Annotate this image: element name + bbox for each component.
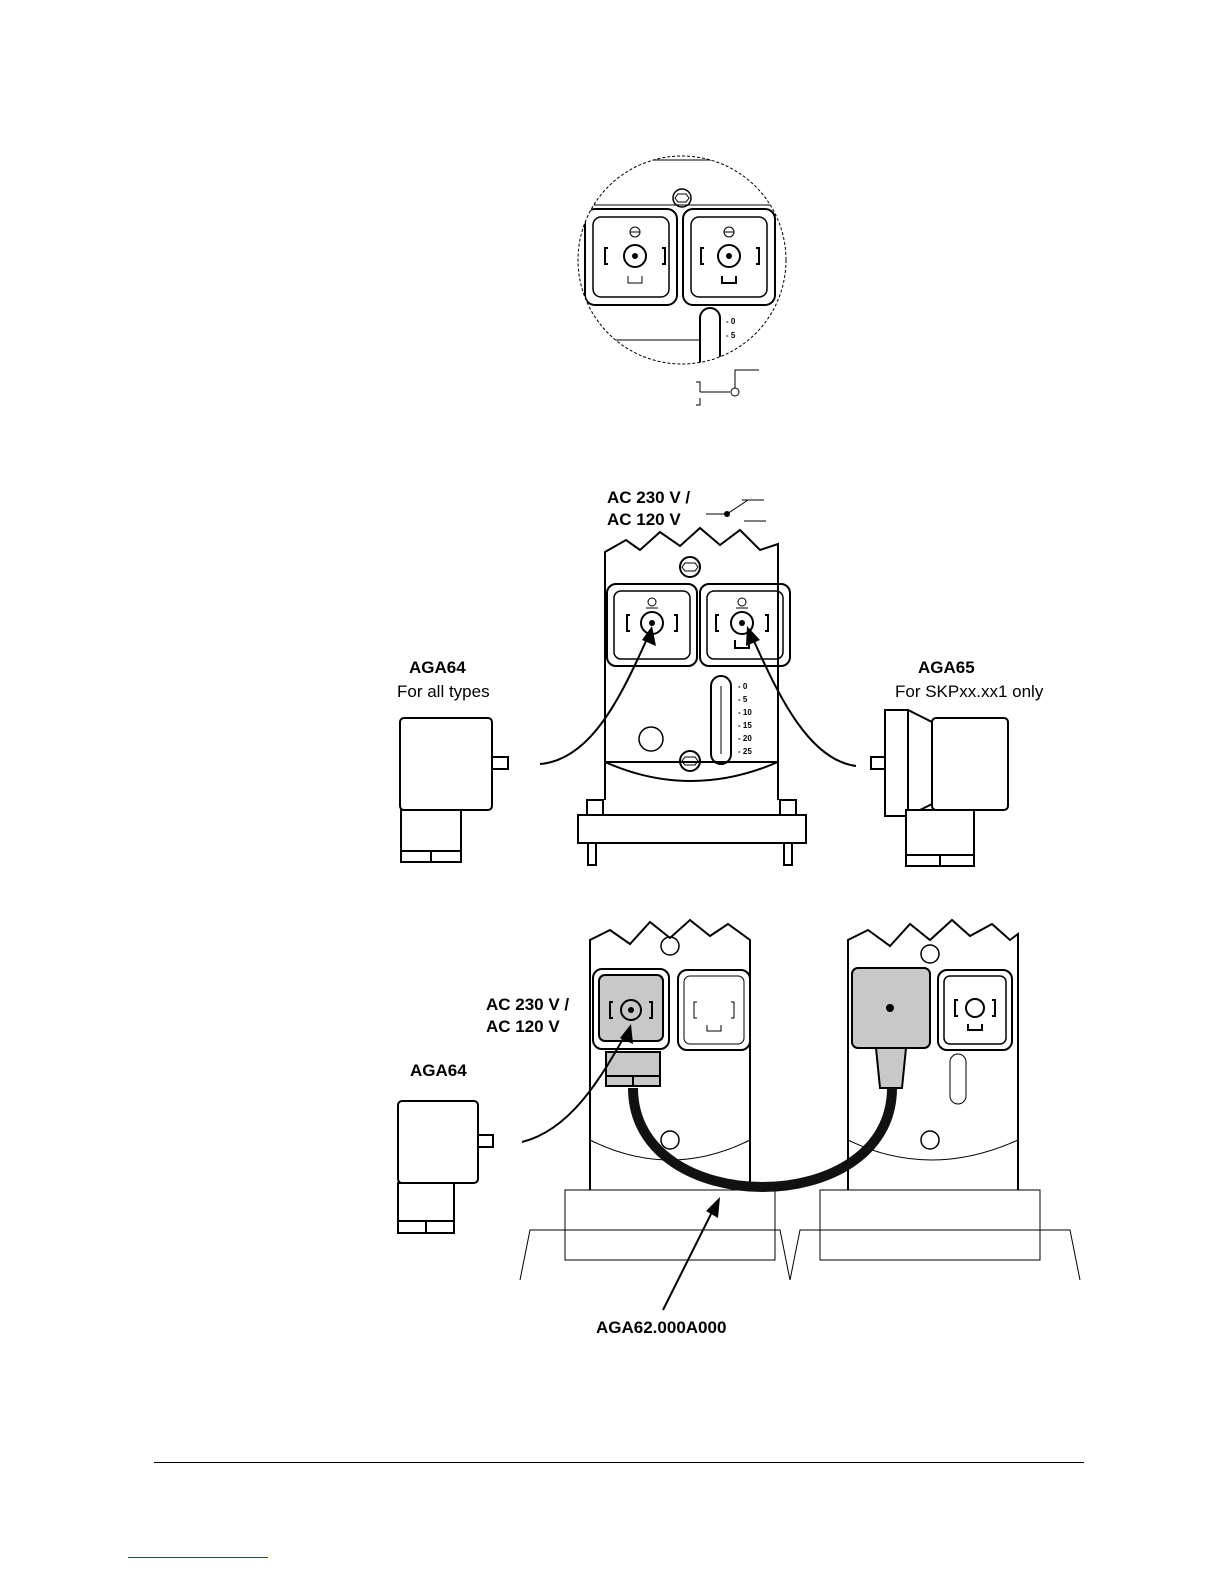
- switch-symbol-middle: [706, 500, 766, 521]
- detail-view: - 0 - 5: [578, 156, 790, 405]
- scale-25: - 25: [738, 747, 752, 756]
- scale-5: - 5: [738, 695, 748, 704]
- aga64-bottom-label: AGA64: [410, 1061, 467, 1080]
- aga64-bottom-connector: [398, 1101, 493, 1233]
- actuator-right: [790, 920, 1080, 1280]
- scale-20: - 20: [738, 734, 752, 743]
- aga65-connector: [871, 710, 1008, 866]
- supply-label-bottom-1: AC 230 V /: [486, 995, 569, 1014]
- supply-label-1: AC 230 V /: [607, 488, 690, 507]
- detail-scale-5: - 5: [726, 331, 736, 340]
- aga64-label: AGA64: [409, 658, 466, 677]
- aga65-desc: For SKPxx.xx1 only: [895, 682, 1044, 701]
- scale-15: - 15: [738, 721, 752, 730]
- footer-rule: [154, 1462, 1084, 1463]
- middle-view: AC 230 V / AC 120 V: [397, 488, 1044, 866]
- aga64-desc: For all types: [397, 682, 490, 701]
- cable-label: AGA62.000A000: [596, 1318, 726, 1337]
- footer-link-underline: [128, 1557, 268, 1558]
- detail-scale-0: - 0: [726, 317, 736, 326]
- switch-symbol: [696, 370, 759, 405]
- scale-0: - 0: [738, 682, 748, 691]
- supply-label-2: AC 120 V: [607, 510, 681, 529]
- actuator-body: - 0 - 5 - 10 - 15 - 20 - 25: [578, 528, 806, 865]
- scale-10: - 10: [738, 708, 752, 717]
- aga64-connector: [400, 718, 508, 862]
- bottom-view: AC 230 V / AC 120 V AGA64 AGA62.000A000: [398, 920, 1080, 1337]
- actuator-left: [520, 920, 790, 1280]
- arrow-cable: [663, 1204, 716, 1310]
- aga65-label: AGA65: [918, 658, 975, 677]
- supply-label-bottom-2: AC 120 V: [486, 1017, 560, 1036]
